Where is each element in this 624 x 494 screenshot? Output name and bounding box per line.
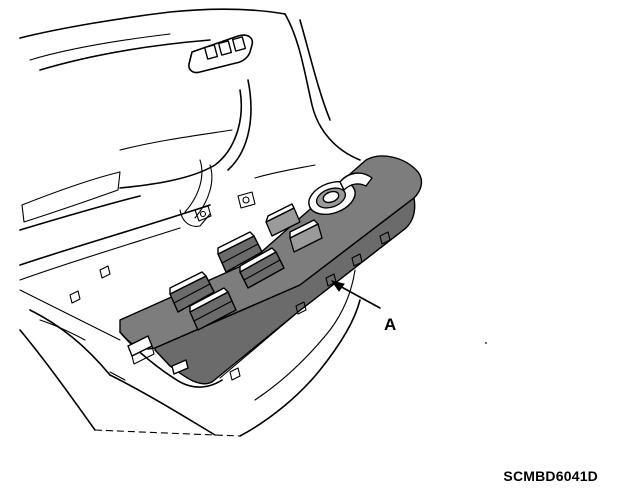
power-window-switch-assembly	[119, 155, 423, 388]
callout-label-a: A	[384, 315, 396, 334]
mirror-switch-knob	[308, 180, 356, 216]
callout-a: A	[330, 280, 396, 334]
front-window-switch-driver	[169, 271, 215, 313]
door-lock-button	[289, 219, 323, 253]
rear-window-switch-left	[217, 231, 263, 273]
stray-dot	[485, 342, 487, 344]
front-window-switch-passenger	[189, 287, 237, 331]
switch-retaining-tab	[127, 231, 391, 381]
mounting-clip	[69, 191, 256, 304]
rear-window-switch-right	[239, 247, 285, 289]
figure-code: SCMBD6041D	[503, 468, 598, 484]
mirror-selector-button	[339, 172, 373, 191]
door-trim-panel	[19, 8, 361, 437]
door-handle-bezel	[188, 34, 254, 74]
window-lock-button	[265, 203, 301, 237]
